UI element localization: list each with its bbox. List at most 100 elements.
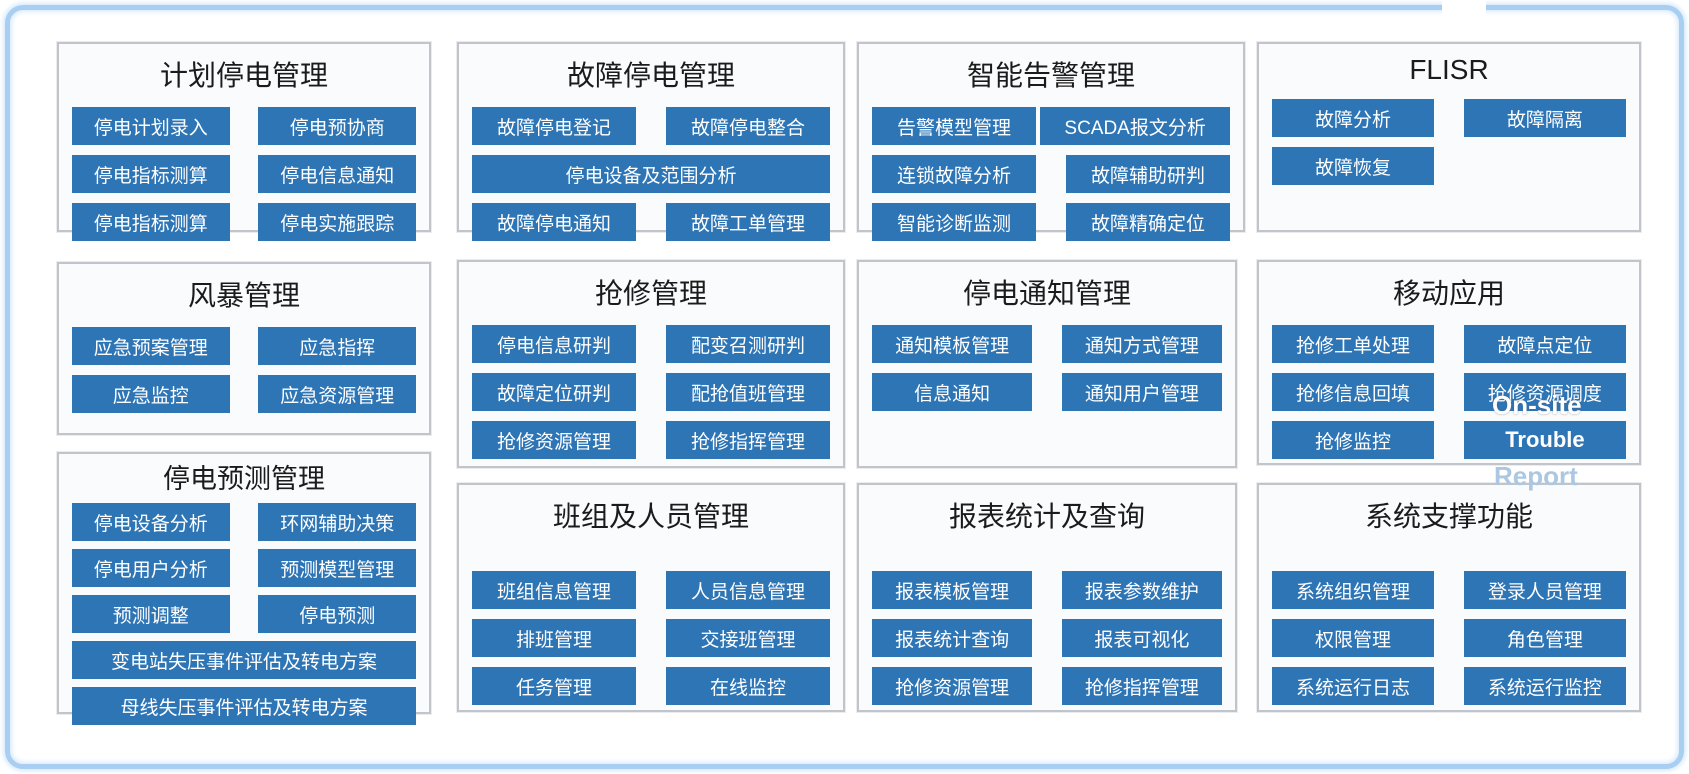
repair-resource-dispatch-button[interactable]: 抢修资源调度 [1463,373,1626,411]
role-mgmt-button[interactable]: 角色管理 [1463,619,1626,657]
button-group: 停电信息研判配变召测研判故障定位研判配抢值班管理抢修资源管理抢修指挥管理 [459,312,843,459]
repair-resource-mgmt-2-button[interactable]: 抢修资源管理 [872,667,1033,705]
panel-title: 风暴管理 [187,280,300,311]
info-notify-button[interactable]: 信息通知 [872,373,1033,411]
forecast-model-mgmt-button[interactable]: 预测模型管理 [258,549,416,587]
emergency-plan-mgmt-button[interactable]: 应急预案管理 [72,327,230,365]
panel-planned-outage-mgmt: 计划停电管理 停电计划录入停电预协商停电指标测算停电信息通知停电指标测算停电实施… [57,42,431,241]
smart-diagnosis-monitoring-button[interactable]: 智能诊断监测 [872,203,1036,241]
button-group: 抢修工单处理故障点定位抢修信息回填抢修资源调度抢修监控 Trouble [1259,312,1639,459]
repair-command-mgmt-2-button[interactable]: 抢修指挥管理 [1061,667,1222,705]
panel-title: 故障停电管理 [566,60,735,91]
repair-resource-mgmt-button[interactable]: 抢修资源管理 [472,421,636,459]
outage-user-analysis-button[interactable]: 停电用户分析 [72,549,230,587]
busbar-voltage-loss-eval-button[interactable]: 母线失压事件评估及转电方案 [72,687,416,725]
fault-outage-notify-button[interactable]: 故障停电通知 [472,203,636,241]
outage-forecast-button[interactable]: 停电预测 [258,595,416,633]
report-overlay-text: Report [1494,461,1578,491]
repair-duty-mgmt-button[interactable]: 配抢值班管理 [666,373,830,411]
panel-title: 移动应用 [1392,278,1505,309]
alarm-model-mgmt-button[interactable]: 告警模型管理 [872,107,1036,145]
frame-notch [1442,0,1486,15]
outage-index-calc-button[interactable]: 停电指标测算 [72,155,230,193]
panel-title: FLISR [1409,54,1489,85]
panel-storm-mgmt: 风暴管理 应急预案管理应急指挥应急监控应急资源管理 [57,262,431,435]
panel-outage-notice-mgmt: 停电通知管理 通知模板管理通知方式管理信息通知通知用户管理 [857,260,1237,468]
panel-outage-forecast-mgmt: 停电预测管理 停电设备分析环网辅助决策停电用户分析预测模型管理预测调整停电预测变… [57,452,431,725]
personnel-info-mgmt-button[interactable]: 人员信息管理 [666,571,830,609]
emergency-command-button[interactable]: 应急指挥 [258,327,416,365]
panel-team-personnel-mgmt: 班组及人员管理 班组信息管理人员信息管理排班管理交接班管理任务管理在线监控 [457,483,845,712]
transformer-call-test-judgment-button[interactable]: 配变召测研判 [666,325,830,363]
outage-info-judgment-button[interactable]: 停电信息研判 [472,325,636,363]
panel-title: 班组及人员管理 [552,501,749,532]
outage-index-calc-2-button[interactable]: 停电指标测算 [72,203,230,241]
fault-outage-merge-button[interactable]: 故障停电整合 [666,107,830,145]
repair-command-mgmt-button[interactable]: 抢修指挥管理 [666,421,830,459]
outage-equipment-scope-analysis-button[interactable]: 停电设备及范围分析 [472,155,830,193]
notice-user-mgmt-button[interactable]: 通知用户管理 [1061,373,1222,411]
outage-equipment-analysis-button[interactable]: 停电设备分析 [72,503,230,541]
repair-monitoring-button[interactable]: 抢修监控 [1272,421,1435,459]
fault-assist-judgment-button[interactable]: 故障辅助研判 [1066,155,1230,193]
panel-title: 停电通知管理 [962,278,1131,309]
fault-isolation-button[interactable]: 故障隔离 [1463,99,1626,137]
on-site-overlay-text: On-site [1492,390,1582,420]
login-user-mgmt-button[interactable]: 登录人员管理 [1463,571,1626,609]
shift-mgmt-button[interactable]: 排班管理 [472,619,636,657]
button-group: 通知模板管理通知方式管理信息通知通知用户管理 [859,312,1235,411]
button-group: 故障停电登记故障停电整合停电设备及范围分析故障停电通知故障工单管理 [459,94,843,241]
button-group: 班组信息管理人员信息管理排班管理交接班管理任务管理在线监控 [459,535,843,705]
report-param-maintain-button[interactable]: 报表参数维护 [1061,571,1222,609]
fault-workorder-mgmt-button[interactable]: 故障工单管理 [666,203,830,241]
emergency-resource-mgmt-button[interactable]: 应急资源管理 [258,375,416,413]
outage-pre-negotiation-button[interactable]: 停电预协商 [258,107,416,145]
panel-flisr: FLISR 故障分析故障隔离故障恢复 [1257,42,1641,232]
outage-impl-tracking-button[interactable]: 停电实施跟踪 [258,203,416,241]
fault-location-judgment-button[interactable]: 故障定位研判 [472,373,636,411]
task-mgmt-button[interactable]: 任务管理 [472,667,636,705]
fault-outage-register-button[interactable]: 故障停电登记 [472,107,636,145]
ring-network-assist-decision-button[interactable]: 环网辅助决策 [258,503,416,541]
cascading-fault-analysis-button[interactable]: 连锁故障分析 [872,155,1036,193]
fault-analysis-button[interactable]: 故障分析 [1272,99,1435,137]
button-group: 应急预案管理应急指挥应急监控应急资源管理 [59,314,429,413]
report-visualization-button[interactable]: 报表可视化 [1061,619,1222,657]
panel-title: 智能告警管理 [966,60,1135,91]
panel-title: 抢修管理 [594,278,707,309]
notice-method-mgmt-button[interactable]: 通知方式管理 [1061,325,1222,363]
fault-recovery-button[interactable]: 故障恢复 [1272,147,1435,185]
panel-fault-outage-mgmt: 故障停电管理 故障停电登记故障停电整合停电设备及范围分析故障停电通知故障工单管理 [457,42,845,241]
report-template-mgmt-button[interactable]: 报表模板管理 [872,571,1033,609]
trouble-button[interactable]: Trouble [1463,421,1626,459]
panel-repair-mgmt: 抢修管理 停电信息研判配变召测研判故障定位研判配抢值班管理抢修资源管理抢修指挥管… [457,260,845,468]
system-run-log-button[interactable]: 系统运行日志 [1272,667,1435,705]
button-group: 报表模板管理报表参数维护报表统计查询报表可视化抢修资源管理抢修指挥管理 [859,535,1235,705]
repair-workorder-handling-button[interactable]: 抢修工单处理 [1272,325,1435,363]
outage-info-notify-button[interactable]: 停电信息通知 [258,155,416,193]
button-group: 停电设备分析环网辅助决策停电用户分析预测模型管理预测调整停电预测变电站失压事件评… [59,496,429,725]
repair-info-backfill-button[interactable]: 抢修信息回填 [1272,373,1435,411]
forecast-adjustment-button[interactable]: 预测调整 [72,595,230,633]
fault-precise-location-button[interactable]: 故障精确定位 [1066,203,1230,241]
permission-mgmt-button[interactable]: 权限管理 [1272,619,1435,657]
emergency-monitoring-button[interactable]: 应急监控 [72,375,230,413]
system-run-monitoring-button[interactable]: 系统运行监控 [1463,667,1626,705]
notice-template-mgmt-button[interactable]: 通知模板管理 [872,325,1033,363]
panel-report-stats-query: 报表统计及查询 报表模板管理报表参数维护报表统计查询报表可视化抢修资源管理抢修指… [857,483,1237,712]
report-stats-query-button[interactable]: 报表统计查询 [872,619,1033,657]
button-group: 故障分析故障隔离故障恢复 [1259,86,1639,185]
panel-title: 报表统计及查询 [948,501,1145,532]
substation-voltage-loss-eval-button[interactable]: 变电站失压事件评估及转电方案 [72,641,416,679]
team-info-mgmt-button[interactable]: 班组信息管理 [472,571,636,609]
outage-plan-entry-button[interactable]: 停电计划录入 [72,107,230,145]
panel-title: 停电预测管理 [163,464,325,494]
shift-handover-mgmt-button[interactable]: 交接班管理 [666,619,830,657]
panel-title: 计划停电管理 [159,60,328,91]
fault-point-location-button[interactable]: 故障点定位 [1463,325,1626,363]
scada-message-analysis-button[interactable]: SCADA报文分析 [1040,107,1230,145]
system-org-mgmt-button[interactable]: 系统组织管理 [1272,571,1435,609]
online-monitoring-button[interactable]: 在线监控 [666,667,830,705]
